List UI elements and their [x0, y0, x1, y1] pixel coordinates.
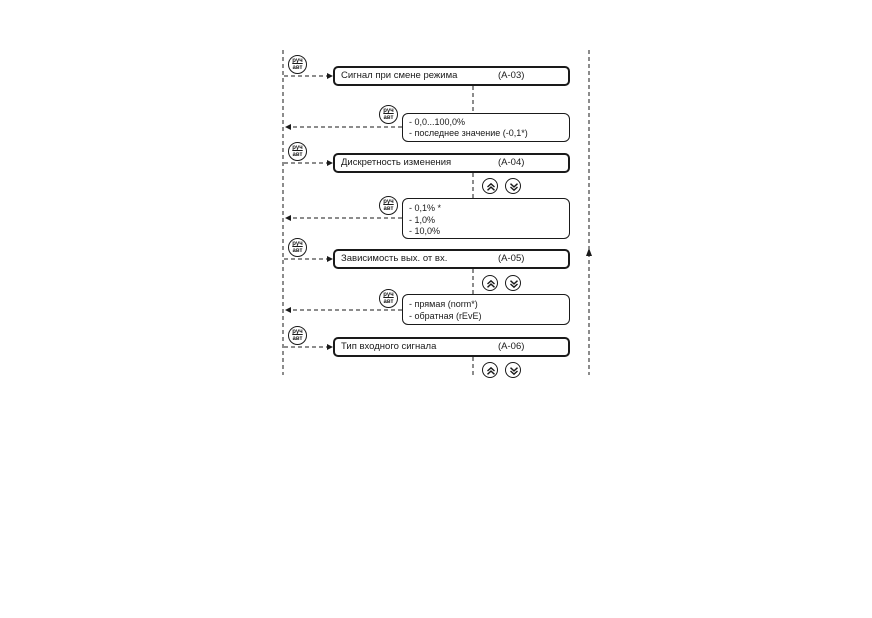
double-chevron-up-icon[interactable]: [482, 178, 498, 194]
options-box-a04: [402, 198, 570, 239]
option-item[interactable]: - 10,0%: [409, 226, 441, 236]
menu-item-a03[interactable]: [333, 66, 570, 86]
ruch-avt-button-icon[interactable]: руч авт: [288, 142, 307, 161]
ruch-avt-button-icon[interactable]: руч авт: [288, 238, 307, 257]
double-chevron-up-icon[interactable]: [482, 275, 498, 291]
option-item[interactable]: - 1,0%: [409, 215, 436, 225]
ruch-avt-button-icon[interactable]: руч авт: [379, 196, 398, 215]
ruch-avt-button-icon[interactable]: руч авт: [288, 326, 307, 345]
double-chevron-down-icon[interactable]: [505, 362, 521, 378]
option-item[interactable]: - последнее значение (-0,1*): [409, 128, 528, 138]
options-box-a05: [402, 294, 570, 325]
menu-item-label: Дискретность изменения: [341, 157, 452, 168]
ruch-avt-button-icon[interactable]: руч авт: [288, 55, 307, 74]
menu-item-code: (А-04): [498, 157, 525, 168]
option-item[interactable]: - 0,0...100,0%: [409, 117, 466, 127]
menu-item-code: (А-03): [498, 70, 525, 81]
menu-item-code: (А-06): [498, 341, 525, 352]
option-item[interactable]: - прямая (norm*): [409, 299, 478, 309]
options-box-a03: [402, 113, 570, 142]
double-chevron-up-icon[interactable]: [482, 362, 498, 378]
menu-item-label: Сигнал при смене режима: [341, 70, 458, 81]
menu-item-label: Зависимость вых. от вх.: [341, 253, 448, 264]
ruch-avt-button-icon[interactable]: руч авт: [379, 289, 398, 308]
menu-item-a05[interactable]: [333, 249, 570, 269]
option-item[interactable]: - 0,1% *: [409, 203, 442, 213]
menu-item-a04[interactable]: [333, 153, 570, 173]
menu-item-code: (А-05): [498, 253, 525, 264]
menu-item-label: Тип входного сигнала: [341, 341, 437, 352]
menu-item-a06[interactable]: [333, 337, 570, 357]
double-chevron-down-icon[interactable]: [505, 178, 521, 194]
option-item[interactable]: - обратная (rEvE): [409, 311, 482, 321]
double-chevron-down-icon[interactable]: [505, 275, 521, 291]
ruch-avt-button-icon[interactable]: руч авт: [379, 105, 398, 124]
up-arrow-head: [586, 248, 592, 256]
